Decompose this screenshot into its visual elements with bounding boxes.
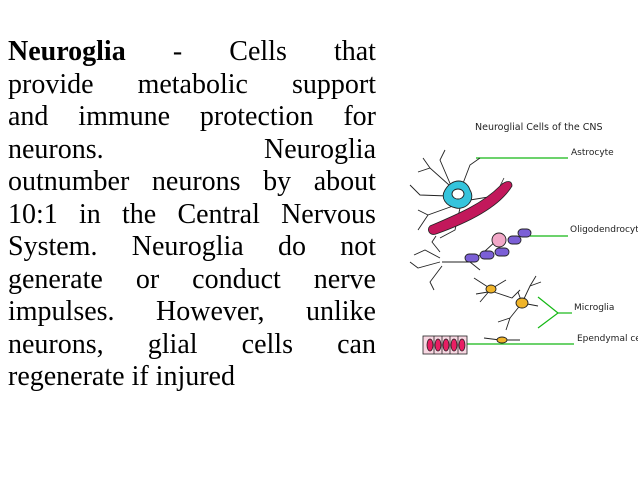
- word: and: [8, 101, 49, 132]
- paragraph-line-4: neurons. Neuroglia: [8, 134, 376, 167]
- paragraph-line-3: and immune protection for: [8, 101, 376, 134]
- word: Cells: [229, 36, 287, 67]
- word: in: [79, 198, 101, 230]
- paragraph-line-1: Neuroglia - Cells that: [8, 36, 376, 69]
- microglia-label: Microglia: [574, 303, 615, 313]
- word: metabolic: [137, 68, 248, 100]
- word: Neuroglia: [264, 133, 376, 165]
- word: about: [313, 166, 376, 197]
- word: System.: [8, 231, 98, 262]
- word: regenerate if injured: [8, 361, 235, 392]
- paragraph-line-8: generate or conduct nerve: [8, 264, 376, 297]
- paragraph-line-7: System. Neuroglia do not: [8, 231, 376, 264]
- word: unlike: [306, 296, 376, 327]
- word: Nervous: [281, 198, 376, 230]
- paragraph-line-11: regenerate if injured: [8, 361, 376, 394]
- word: Central: [177, 198, 260, 230]
- paragraph-line-6: 10:1 in the Central Nervous: [8, 199, 376, 232]
- neuroglia-illustration: [409, 149, 574, 355]
- word: However,: [156, 296, 265, 327]
- paragraph-line-9: impulses. However, unlike: [8, 296, 376, 329]
- word: immune: [78, 101, 171, 132]
- oligodendrocyte-cell: [409, 228, 532, 291]
- word: generate: [8, 263, 103, 295]
- neuroglia-term: Neuroglia: [8, 36, 126, 67]
- ependymal-cells: [422, 335, 468, 355]
- word: neurons,: [8, 328, 104, 360]
- word: nerve: [313, 263, 376, 295]
- word: Neuroglia: [131, 231, 244, 262]
- word: that: [333, 36, 376, 67]
- word: impulses.: [8, 296, 115, 327]
- word: -: [172, 36, 183, 67]
- word: neurons: [151, 166, 241, 197]
- ependymal-label: Ependymal cells: [577, 334, 638, 344]
- description-paragraph: Neuroglia - Cells that provide metabolic…: [8, 36, 376, 394]
- paragraph-line-10: neurons, glial cells can: [8, 329, 376, 362]
- word: not: [340, 231, 376, 262]
- word: protection: [199, 101, 314, 132]
- microglia-cells: [473, 275, 542, 344]
- word: neurons.: [8, 133, 104, 165]
- myelin-sheath: [428, 177, 513, 235]
- word: can: [337, 328, 376, 360]
- word: do: [277, 231, 306, 262]
- word: or: [135, 263, 160, 295]
- word: outnumber: [8, 166, 130, 197]
- astrocyte-label: Astrocyte: [571, 148, 614, 158]
- microglia-leader-line: [537, 296, 559, 329]
- word: the: [122, 198, 157, 230]
- paragraph-line-2: provide metabolic support: [8, 69, 376, 102]
- word: by: [263, 166, 292, 197]
- word: 10:1: [8, 198, 58, 230]
- leader-lines: [466, 157, 574, 345]
- word: for: [343, 101, 376, 132]
- word: support: [292, 68, 376, 100]
- word: provide: [8, 68, 94, 100]
- paragraph-line-5: outnumber neurons by about: [8, 166, 376, 199]
- word: cells: [241, 328, 293, 360]
- word: glial: [147, 328, 198, 360]
- oligodendrocyte-label: Oligodendrocyte: [570, 225, 638, 235]
- word: conduct: [192, 263, 281, 295]
- figure-title: Neuroglial Cells of the CNS: [475, 122, 603, 133]
